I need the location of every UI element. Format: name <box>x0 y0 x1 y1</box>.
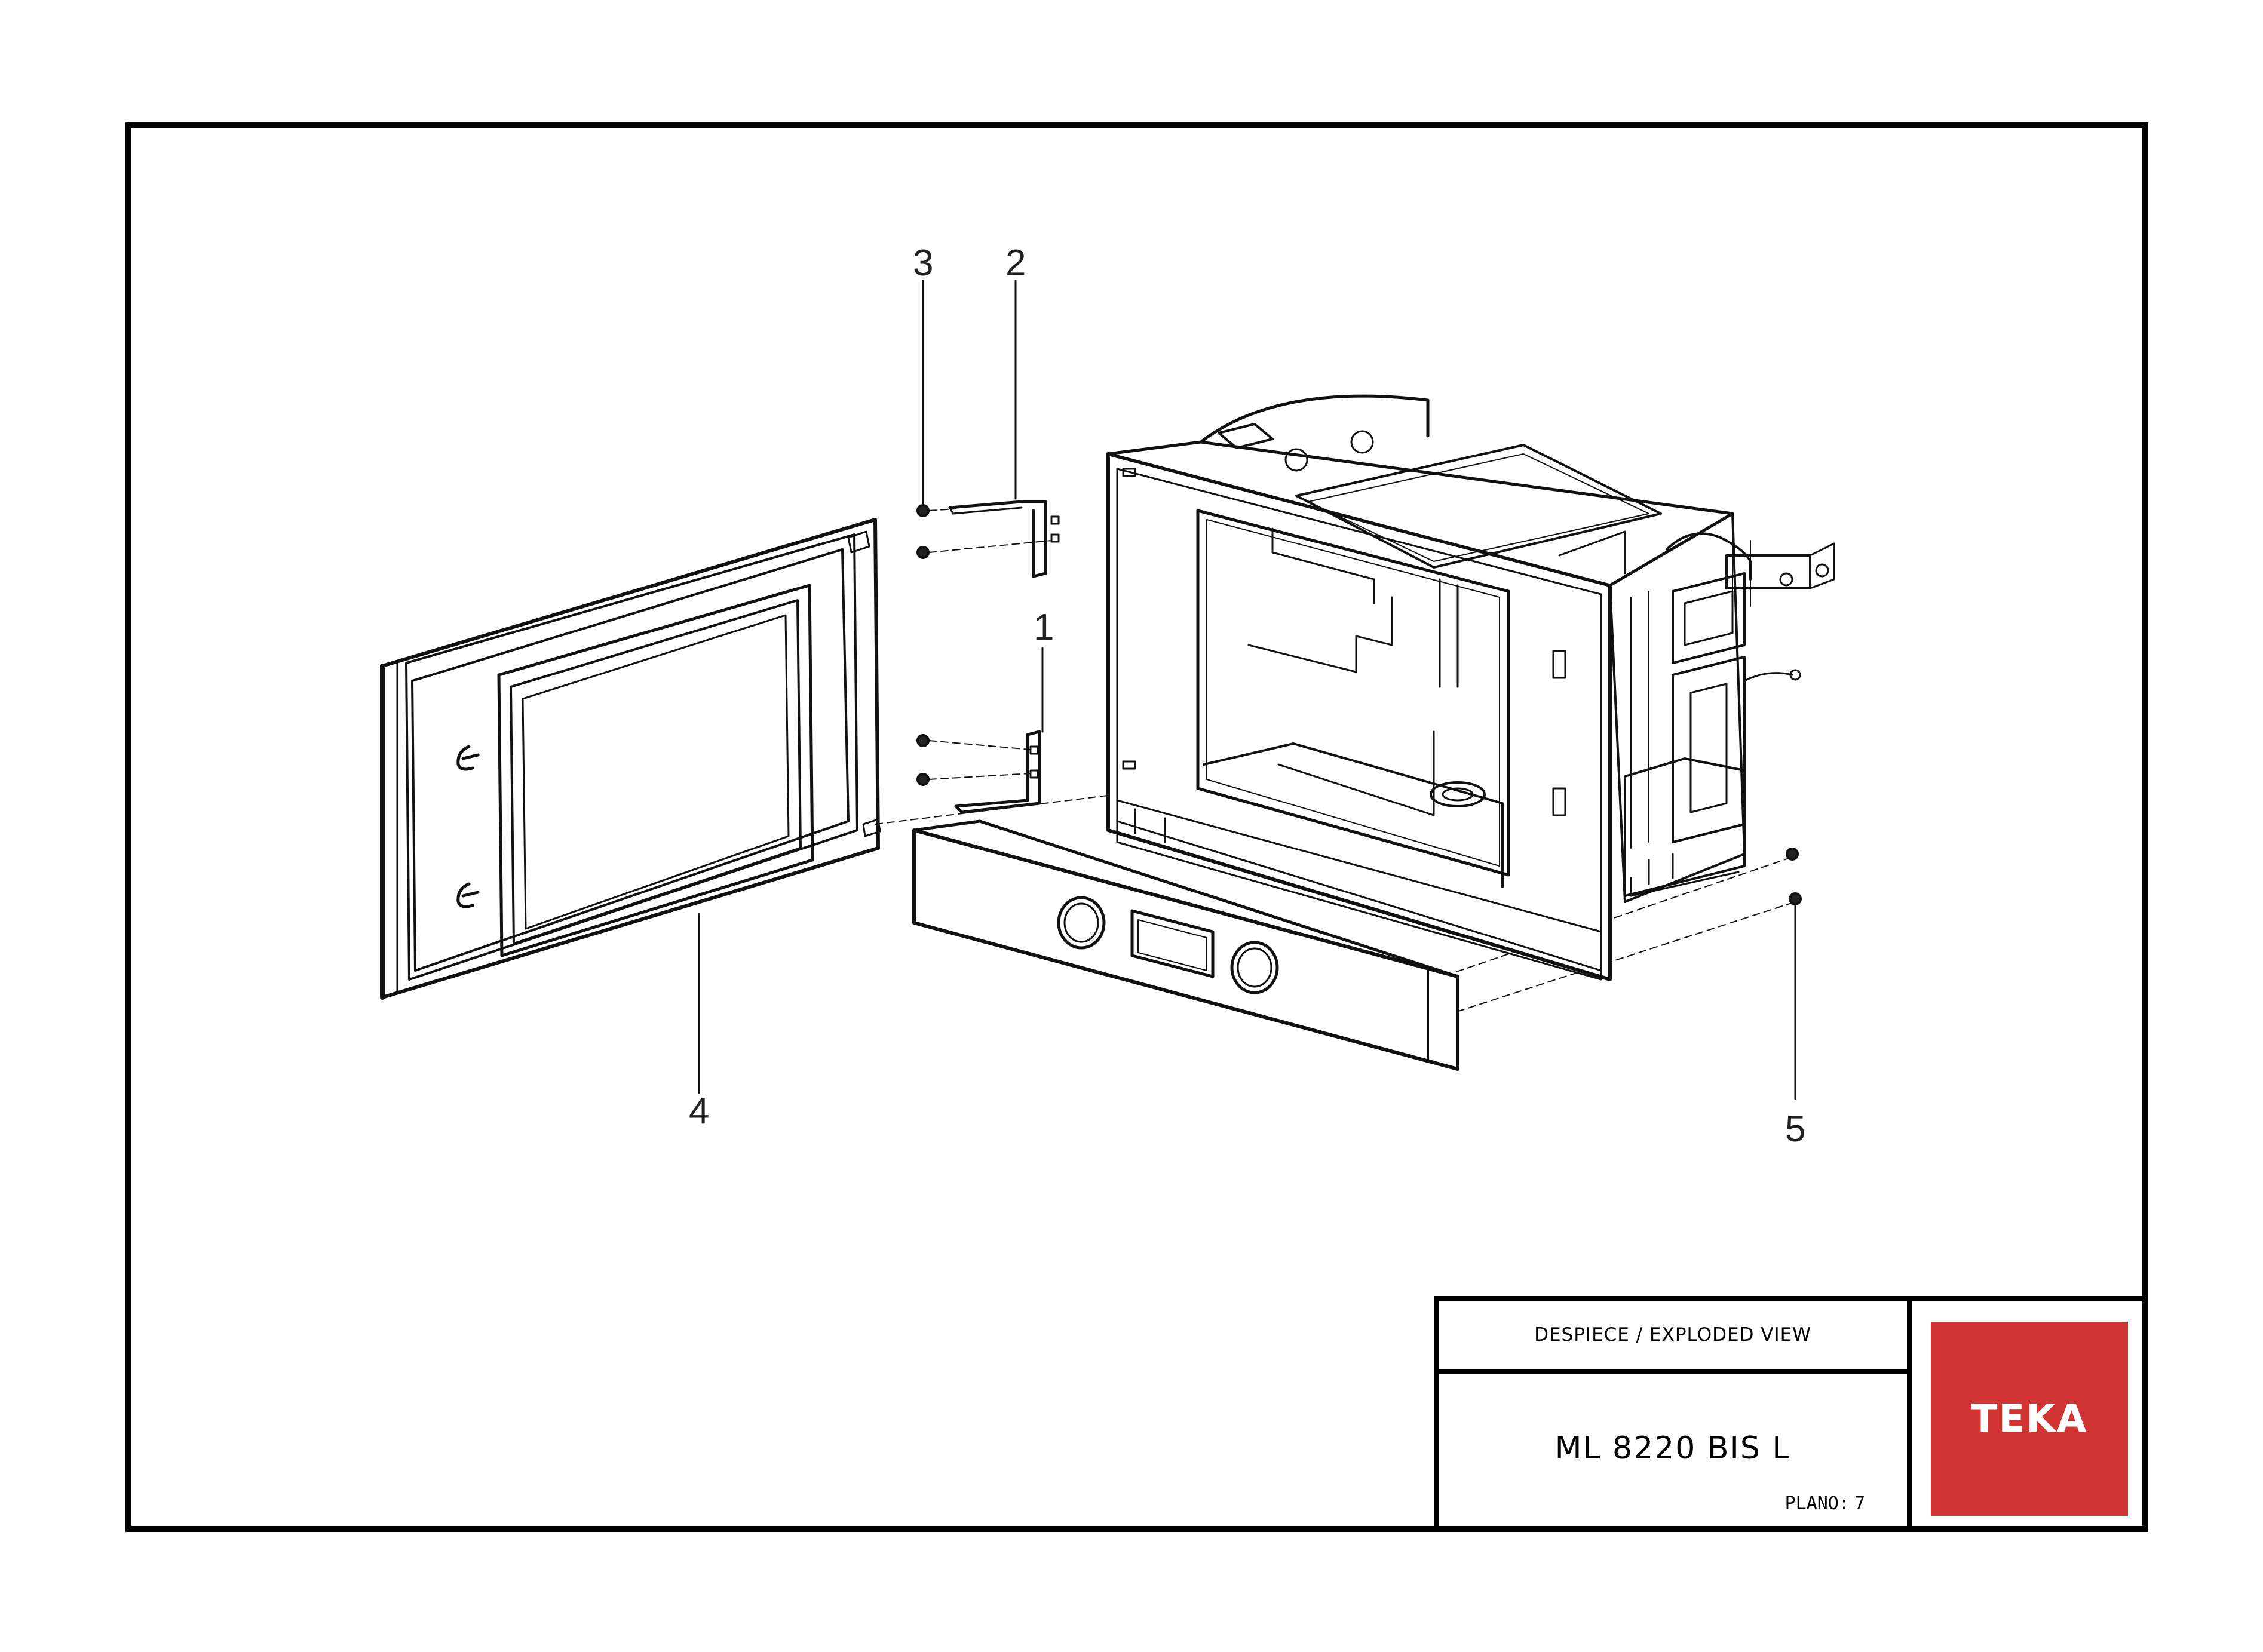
drawing-frame <box>125 122 2148 1532</box>
body-screws <box>1786 848 1802 905</box>
drawing-type: DESPIECE / EXPLODED VIEW <box>1534 1324 1811 1346</box>
drawing-type-cell: DESPIECE / EXPLODED VIEW <box>1434 1296 1912 1374</box>
leader-lines <box>698 280 1796 1100</box>
callout-part-5: 5 <box>1785 1109 1806 1150</box>
model-name: ML 8220 BIS L <box>1554 1430 1791 1466</box>
side-components <box>1558 512 1835 903</box>
upper-hinge <box>948 500 1060 578</box>
brand-logo: TEKA <box>1931 1322 2128 1516</box>
control-panel <box>912 819 1459 1071</box>
callout-part-4: 4 <box>689 1091 710 1132</box>
model-cell: ML 8220 BIS L PLANO:7 <box>1434 1369 1912 1532</box>
title-block: DESPIECE / EXPLODED VIEW ML 8220 BIS L P… <box>1434 1296 2148 1532</box>
door-assembly <box>380 518 881 1000</box>
sheet-label: PLANO: <box>1784 1493 1850 1514</box>
screw-guide-lines <box>875 508 1796 1016</box>
callout-part-1: 1 <box>1034 607 1054 648</box>
hinge-screws <box>916 504 930 786</box>
callout-part-2: 2 <box>1005 242 1026 284</box>
sheet-number-row: PLANO:7 <box>1785 1493 1865 1514</box>
callout-part-3: 3 <box>913 242 934 284</box>
logo-text: TEKA <box>1971 1396 2088 1441</box>
sheet-number: 7 <box>1854 1493 1865 1514</box>
logo-cell: TEKA <box>1907 1296 2148 1532</box>
